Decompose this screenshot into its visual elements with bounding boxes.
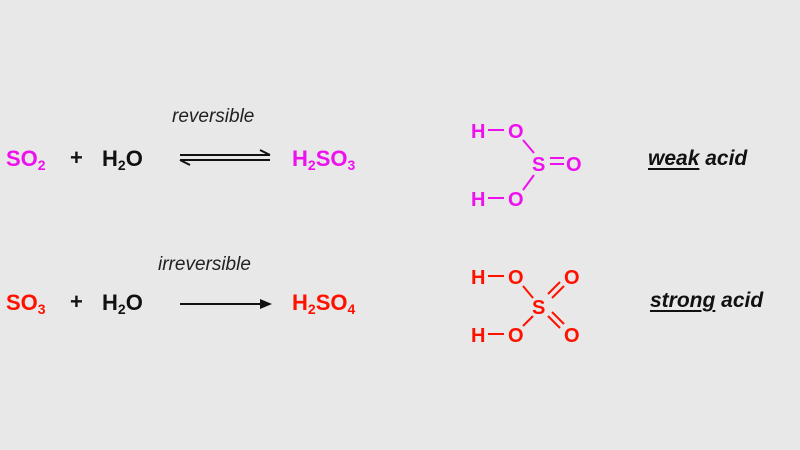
struct2-o-double1: O: [564, 267, 580, 289]
struct2-o2: O: [508, 325, 524, 347]
water-subscript-1: 2: [117, 157, 126, 173]
sulfuric-acid-h-subscript: 2: [307, 301, 316, 317]
sulfuric-acid-so: SO: [315, 290, 348, 315]
water-h-1: H: [102, 146, 118, 171]
water-o-1: O: [125, 146, 143, 171]
struct1-h1: H: [471, 121, 485, 143]
sulfurous-acid-formula: H2SO3: [292, 146, 355, 172]
sulfurous-acid-structure: H O S O H O: [471, 121, 582, 211]
struct1-bonds: [488, 129, 564, 199]
struct1-o1: O: [508, 121, 524, 143]
strong-keyword: strong: [650, 289, 716, 312]
reversible-label: reversible: [172, 106, 255, 127]
struct2-s: S: [532, 297, 545, 319]
sulfur-dioxide-subscript: 2: [37, 157, 46, 173]
sulfur-trioxide-subscript: 3: [37, 301, 46, 317]
struct1-o-double: O: [566, 154, 582, 176]
sulfuric-acid-structure: H O S O H O O: [471, 267, 580, 347]
strong-acid-label: strong acid: [650, 289, 763, 313]
struct2-h2: H: [471, 325, 485, 347]
water-h-2: H: [102, 290, 118, 315]
struct2-bonds: [488, 275, 565, 335]
struct2-h1: H: [471, 267, 485, 289]
struct1-o2: O: [508, 189, 524, 211]
water-subscript-2: 2: [117, 301, 126, 317]
sulfuric-acid-so-subscript: 4: [347, 301, 356, 317]
forward-arrow-icon: [180, 299, 272, 309]
sulfur-trioxide-formula: SO3: [6, 290, 46, 316]
water-formula-1: H2O: [102, 146, 143, 172]
sulfur-trioxide-symbol: SO: [6, 290, 38, 315]
struct2-o1: O: [508, 267, 524, 289]
struct1-h2: H: [471, 189, 485, 211]
equilibrium-arrow-icon: [179, 149, 271, 166]
water-formula-2: H2O: [102, 290, 143, 316]
sulfur-dioxide-formula: SO2: [6, 146, 46, 172]
weak-acid-label: weak acid: [648, 147, 747, 171]
struct1-s: S: [532, 154, 545, 176]
struct2-o-double2: O: [564, 325, 580, 347]
weak-acid-rest: acid: [699, 147, 748, 170]
plus-sign-2: +: [70, 289, 83, 314]
water-o-2: O: [125, 290, 143, 315]
strong-acid-rest: acid: [715, 289, 764, 312]
sulfuric-acid-h: H: [292, 290, 308, 315]
sulfuric-acid-formula: H2SO4: [292, 290, 355, 316]
sulfurous-acid-so: SO: [315, 146, 348, 171]
plus-sign-1: +: [70, 145, 83, 170]
sulfurous-acid-h: H: [292, 146, 308, 171]
weak-keyword: weak: [648, 147, 700, 170]
irreversible-label: irreversible: [158, 254, 251, 275]
sulfur-dioxide-symbol: SO: [6, 146, 38, 171]
sulfurous-acid-h-subscript: 2: [307, 157, 316, 173]
sulfurous-acid-so-subscript: 3: [347, 157, 356, 173]
